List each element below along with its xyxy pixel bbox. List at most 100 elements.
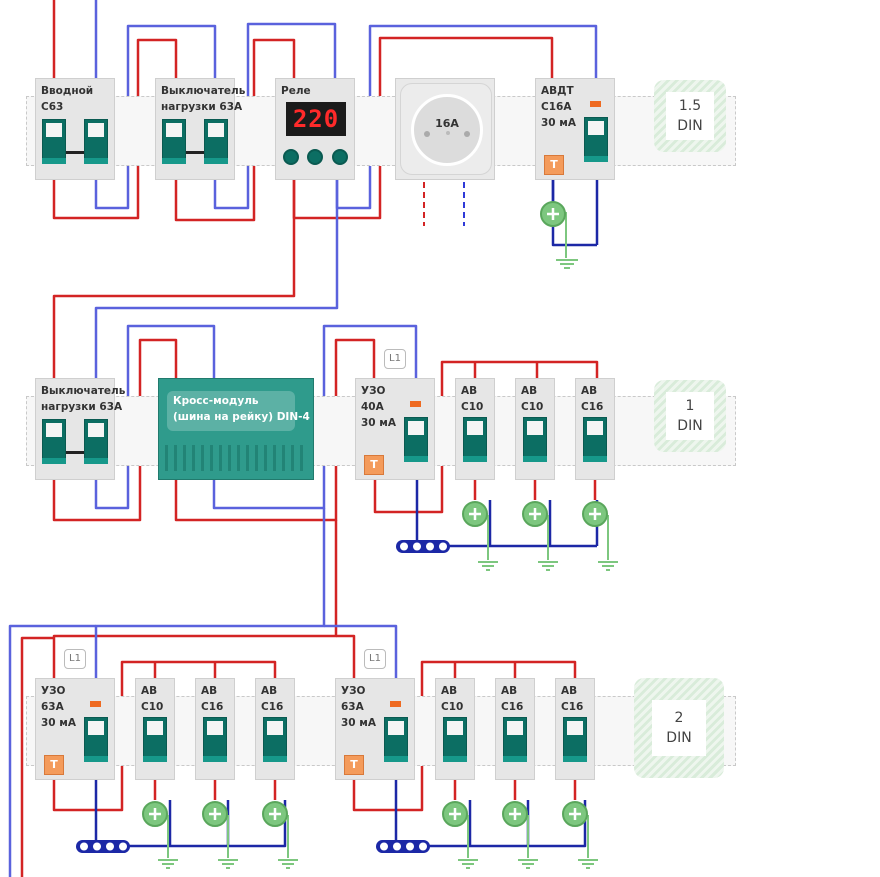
neutral-bus-row2 [440, 500, 597, 548]
din-size-label: 2 DIN [652, 700, 706, 756]
breaker-handle[interactable] [263, 717, 287, 762]
ground-symbol [218, 859, 238, 869]
breaker-out [473, 480, 597, 500]
neutral-terminal-bar [396, 540, 450, 553]
rcd-handle[interactable] [84, 717, 108, 762]
module-label: Выключатель нагрузки 63А [161, 85, 246, 113]
relay-knob[interactable] [332, 149, 348, 165]
socket-pin [464, 131, 470, 137]
breaker-handle[interactable] [563, 717, 587, 762]
module-label: АВ С10 [441, 685, 464, 713]
ground-symbol [518, 859, 538, 869]
status-indicator [390, 701, 401, 707]
breaker-module[interactable]: АВ С16 [195, 678, 235, 780]
relay-knob[interactable] [283, 149, 299, 165]
socket-rating: 16A [435, 117, 459, 130]
neutral-terminal-bar [376, 840, 430, 853]
rcd-40a[interactable]: УЗО 40А 30 мА T [355, 378, 435, 480]
neutral-wire [324, 624, 398, 680]
load-terminal [262, 801, 288, 827]
switch-handle[interactable] [204, 119, 228, 164]
breaker-handle[interactable] [583, 417, 607, 462]
breaker-handle[interactable] [463, 417, 487, 462]
breaker-handle[interactable] [42, 119, 66, 164]
handle-link [66, 451, 84, 454]
ground-symbol [478, 561, 498, 571]
cross-module-label: Кросс-модуль (шина на рейку) DIN-4 [173, 395, 310, 423]
handle-link [66, 151, 84, 154]
cross-module-label-box [167, 391, 295, 431]
switch-handle[interactable] [162, 119, 186, 164]
breaker-module[interactable]: АВ С10 [435, 678, 475, 780]
load-terminal [142, 801, 168, 827]
breaker-module[interactable]: АВ С10 [515, 378, 555, 480]
load-terminal [442, 801, 468, 827]
breaker-module[interactable]: АВ С10 [135, 678, 175, 780]
module-label: УЗО 63А 30 мА [41, 685, 76, 729]
breaker-module[interactable]: АВ С16 [495, 678, 535, 780]
module-label: АВ С10 [461, 385, 484, 413]
status-indicator [90, 701, 101, 707]
din-size-label: 1.5 DIN [666, 92, 714, 140]
neutral-wire [8, 624, 96, 877]
breaker-handle[interactable] [503, 717, 527, 762]
module-label: Реле [281, 85, 311, 97]
rcd-handle[interactable] [384, 717, 408, 762]
breaker-handle[interactable] [84, 119, 108, 164]
test-button[interactable]: T [364, 455, 384, 475]
phase-wire [336, 634, 356, 680]
module-label: АВ С10 [141, 685, 164, 713]
test-button[interactable]: T [44, 755, 64, 775]
din-size-badge: 1.5 DIN [654, 80, 726, 152]
module-label: АВ С10 [521, 385, 544, 413]
intro-breaker-c63[interactable]: Вводной С63 [35, 78, 115, 180]
switch-handle[interactable] [42, 419, 66, 464]
neutral-wire [94, 508, 326, 680]
breaker-handle[interactable] [143, 717, 167, 762]
breaker-module[interactable]: АВ С16 [255, 678, 295, 780]
breaker-module[interactable]: АВ С16 [555, 678, 595, 780]
breaker-module[interactable]: АВ С16 [575, 378, 615, 480]
rcd-out-bridge [453, 662, 517, 680]
rcd-63a[interactable]: УЗО 63А 30 мА T [35, 678, 115, 780]
cross-module-din4[interactable]: Кросс-модуль (шина на рейку) DIN-4 [158, 378, 314, 480]
socket-plate: 16A [400, 83, 492, 175]
breaker-handle[interactable] [443, 717, 467, 762]
module-label: АВДТ С16А 30 мА [541, 85, 576, 129]
status-indicator [590, 101, 601, 107]
switch-handle[interactable] [84, 419, 108, 464]
breaker-handle[interactable] [203, 717, 227, 762]
ground-symbol [538, 561, 558, 571]
breaker-module[interactable]: АВ С10 [455, 378, 495, 480]
rcd-handle[interactable] [404, 417, 428, 462]
module-label: АВ С16 [201, 685, 224, 713]
load-terminal [562, 801, 588, 827]
din-size-badge: 1 DIN [654, 380, 726, 452]
terminal-row [165, 445, 307, 471]
breaker-handle[interactable] [584, 117, 608, 162]
phase-tag-l1: L1 [64, 649, 86, 669]
test-button[interactable]: T [544, 155, 564, 175]
phase-wire [52, 520, 338, 680]
load-switch-63a[interactable]: Выключатель нагрузки 63А [155, 78, 245, 180]
ground-symbol [458, 859, 478, 869]
voltage-relay[interactable]: Реле 220 [275, 78, 355, 180]
relay-display: 220 [286, 102, 346, 136]
phase-tag-l1: L1 [384, 349, 406, 369]
load-terminal [202, 801, 228, 827]
relay-knob[interactable] [307, 149, 323, 165]
rcd-63a[interactable]: УЗО 63А 30 мА T [335, 678, 415, 780]
load-switch-63a[interactable]: Выключатель нагрузки 63А [35, 378, 125, 480]
din-size-label: 1 DIN [666, 392, 714, 440]
rcd-out-bridge [153, 662, 217, 680]
test-button[interactable]: T [344, 755, 364, 775]
breaker-out [453, 780, 577, 800]
din-socket[interactable]: 16A [395, 78, 495, 180]
load-terminal [540, 201, 566, 227]
breaker-handle[interactable] [523, 417, 547, 462]
module-label: АВ С16 [561, 685, 584, 713]
module-label: АВ С16 [581, 385, 604, 413]
avdt-c16a[interactable]: АВДТ С16А 30 мА T [535, 78, 615, 180]
load-terminal [462, 501, 488, 527]
